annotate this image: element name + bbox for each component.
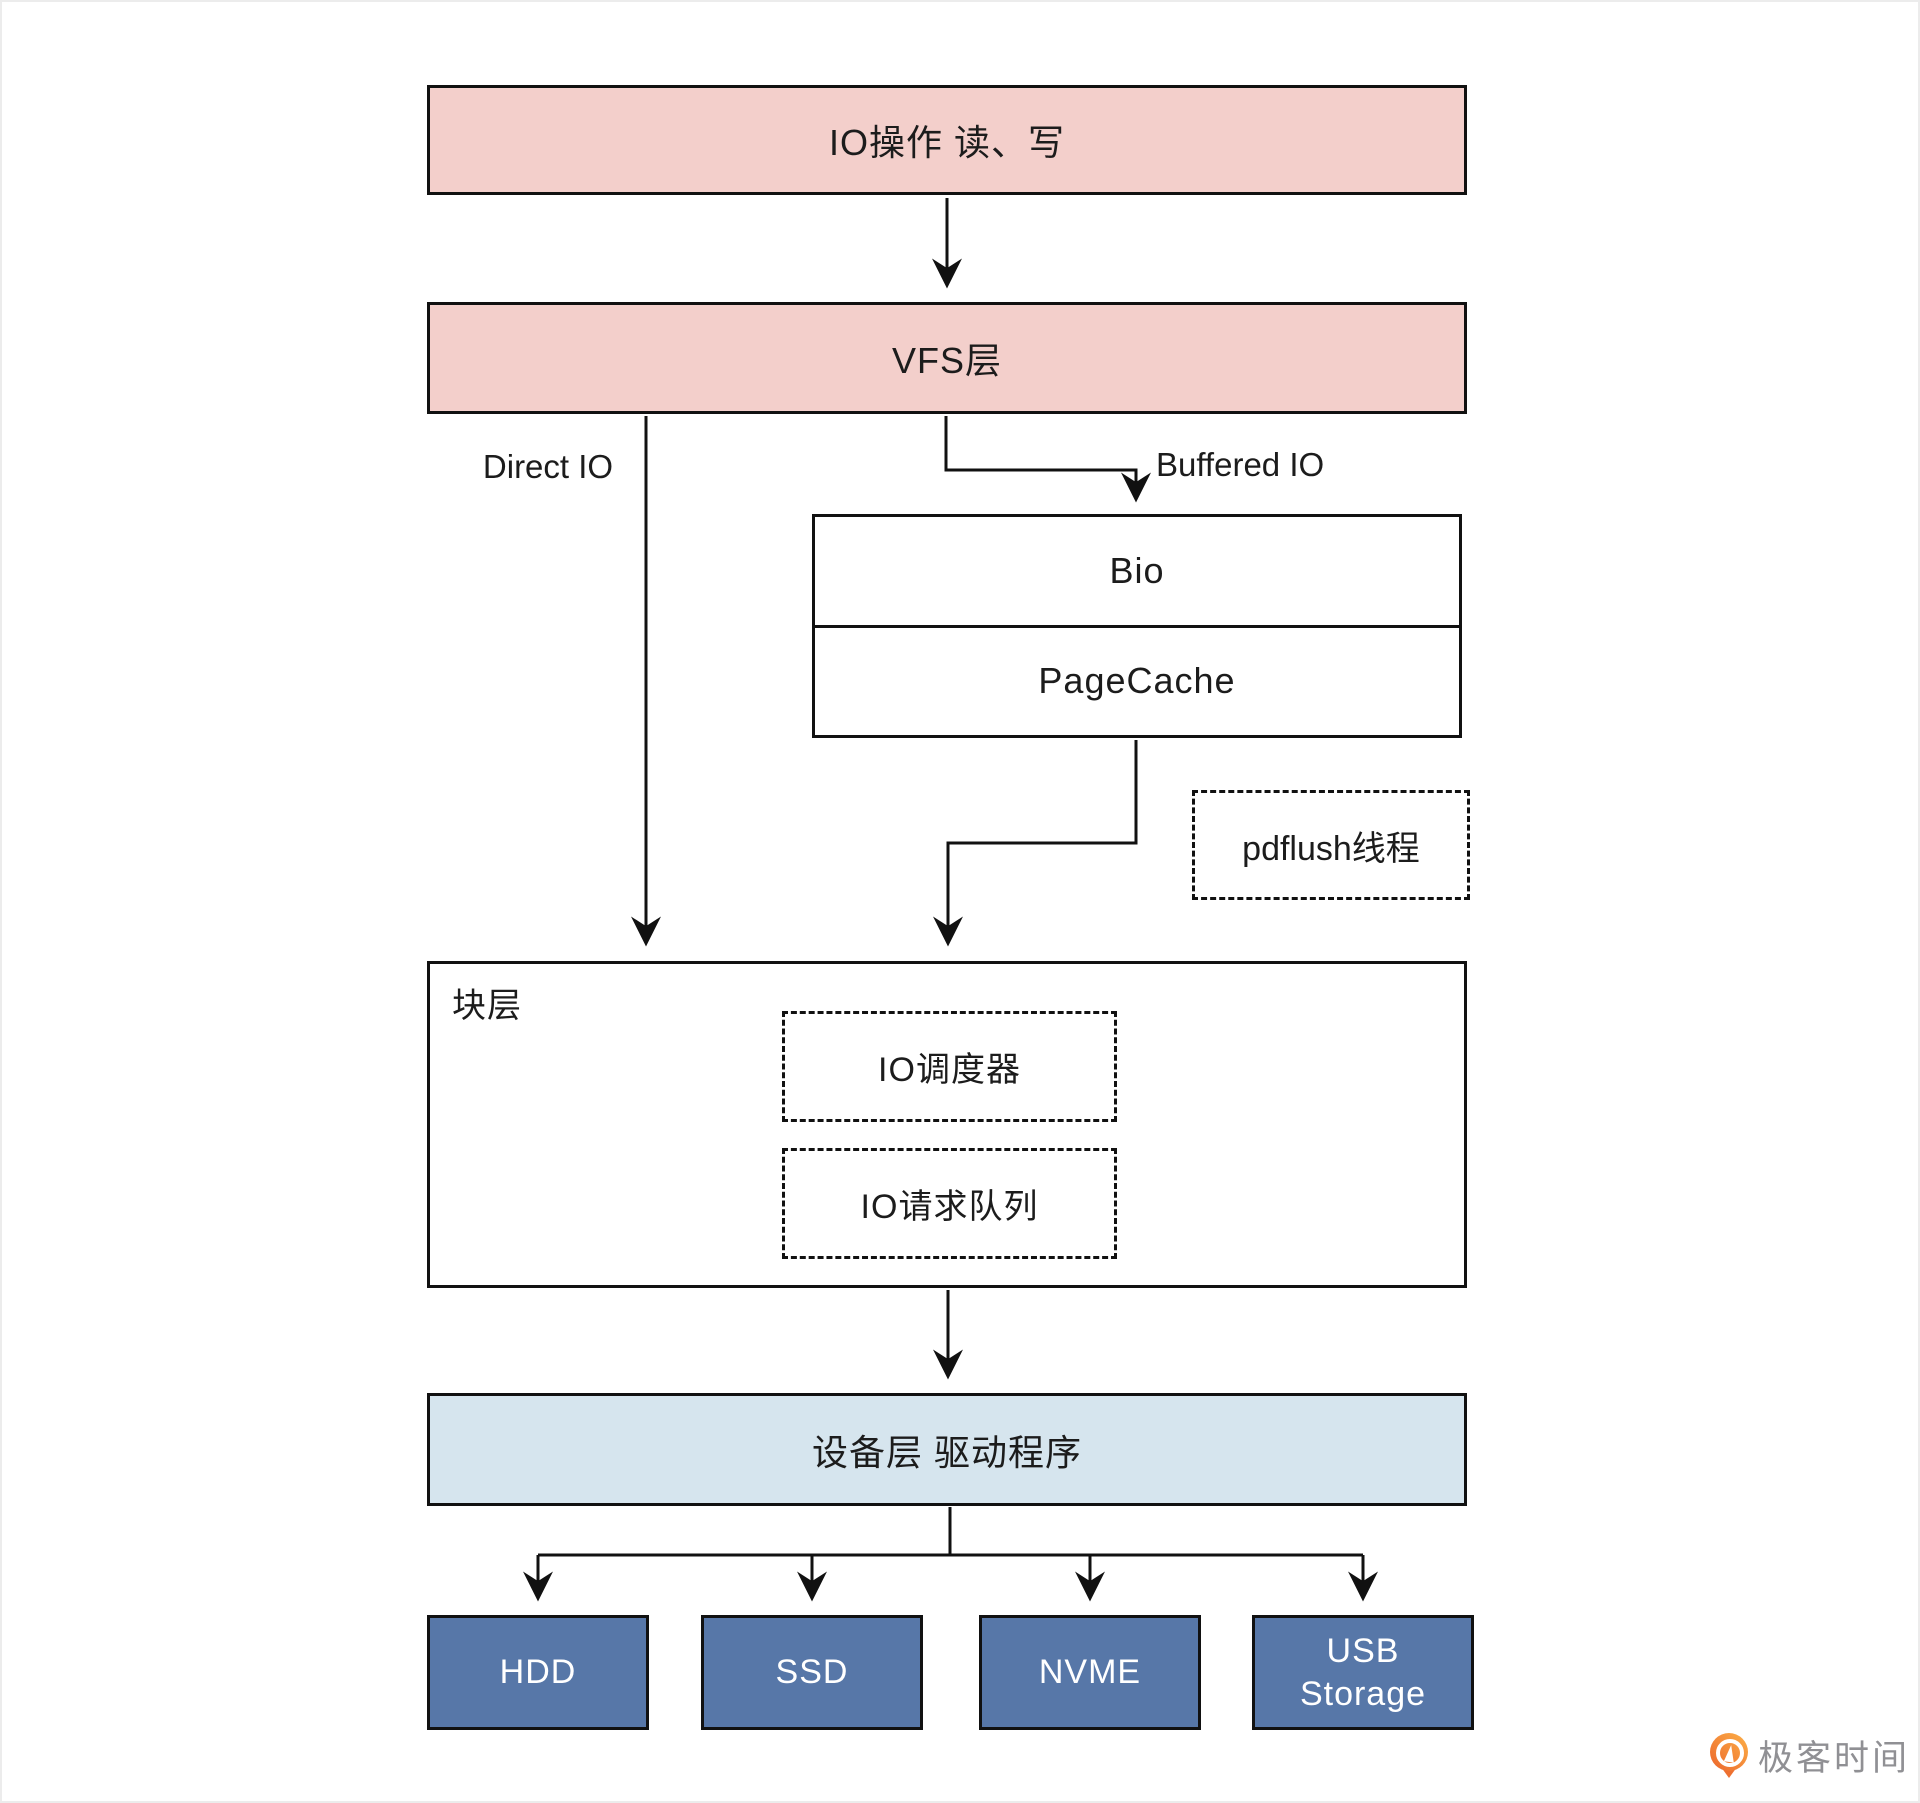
buffered-io-label: Buffered IO (1156, 446, 1325, 483)
bio-box: Bio (815, 517, 1459, 628)
device-box-ssd: SSD (701, 1615, 923, 1730)
vfs-layer-box: VFS层 (427, 302, 1467, 414)
block-layer-box: 块层 IO调度器 IO请求队列 (427, 961, 1467, 1288)
io-operations-box: IO操作 读、写 (427, 85, 1467, 195)
geektime-brand: 极客时间 (1710, 1730, 1910, 1781)
arrow-pagecache-to-block (933, 740, 1138, 947)
pdflush-label: pdflush线程 (1242, 829, 1420, 868)
ssd-label: SSD (775, 1653, 849, 1692)
nvme-label: NVME (1038, 1653, 1142, 1692)
pagecache-label: PageCache (1038, 660, 1236, 702)
direct-io-label: Direct IO (482, 448, 614, 485)
device-box-usb-storage: USB Storage (1252, 1615, 1474, 1730)
io-request-queue-label: IO请求队列 (860, 1188, 1039, 1226)
io-operations-label: IO操作 读、写 (828, 122, 1065, 163)
device-layer-box: 设备层 驱动程序 (427, 1393, 1467, 1506)
vfs-layer-label: VFS层 (891, 340, 1002, 381)
device-box-hdd: HDD (427, 1615, 649, 1730)
pdflush-box: pdflush线程 (1192, 790, 1470, 900)
arrow-buffered-io (944, 416, 1151, 503)
pagecache-box: PageCache (815, 628, 1459, 736)
io-scheduler-box: IO调度器 (782, 1011, 1117, 1122)
block-layer-label: 块层 (452, 987, 522, 1025)
geektime-logo-icon (1710, 1732, 1748, 1779)
hdd-label: HDD (499, 1653, 577, 1692)
device-layer-label: 设备层 驱动程序 (811, 1431, 1082, 1473)
io-scheduler-label: IO调度器 (878, 1051, 1021, 1089)
device-box-nvme: NVME (979, 1615, 1201, 1730)
usb-storage-label: USB Storage (1299, 1632, 1427, 1713)
bio-label: Bio (1109, 549, 1165, 591)
bio-pagecache-box: Bio PageCache (812, 514, 1462, 738)
geektime-brand-text: 极客时间 (1758, 1739, 1911, 1778)
io-request-queue-box: IO请求队列 (782, 1148, 1117, 1259)
